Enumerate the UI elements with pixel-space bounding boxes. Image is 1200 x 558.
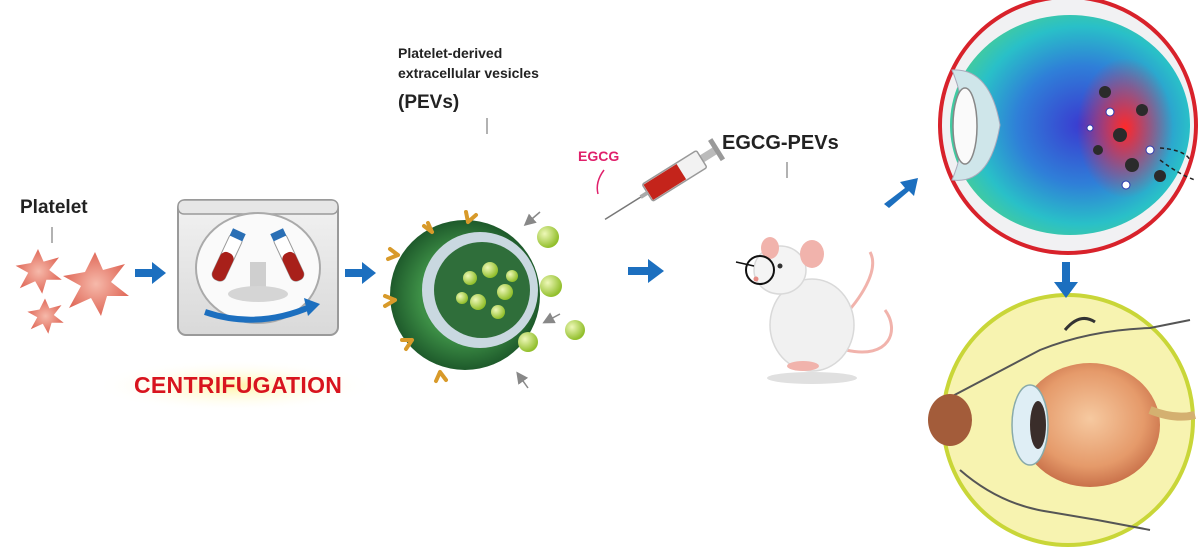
egcg-label: EGCG (578, 148, 620, 164)
eye-icon (928, 293, 1196, 547)
mouse-icon (735, 237, 894, 384)
centrifugation-glow (95, 360, 375, 412)
centrifugation-label: CENTRIFUGATION (134, 372, 343, 398)
egcg-pevs-label: EGCG-PEVs (722, 132, 839, 154)
arrow-down-icon (1054, 262, 1078, 298)
egcg-leader (596, 169, 605, 195)
vesicle-icon (383, 210, 585, 389)
pev-abbrev-label: (PEVs) (398, 92, 460, 113)
arrow-right-icon (135, 178, 918, 284)
pev-label-line2: extracellular vesicles (398, 65, 539, 81)
syringe-icon (604, 138, 726, 220)
pev-label-line1: Platelet-derived (398, 45, 503, 61)
retina-icon (938, 0, 1198, 255)
centrifuge-icon (177, 199, 339, 336)
platelet-label: Platelet (20, 197, 88, 218)
platelet-icon (15, 249, 129, 334)
